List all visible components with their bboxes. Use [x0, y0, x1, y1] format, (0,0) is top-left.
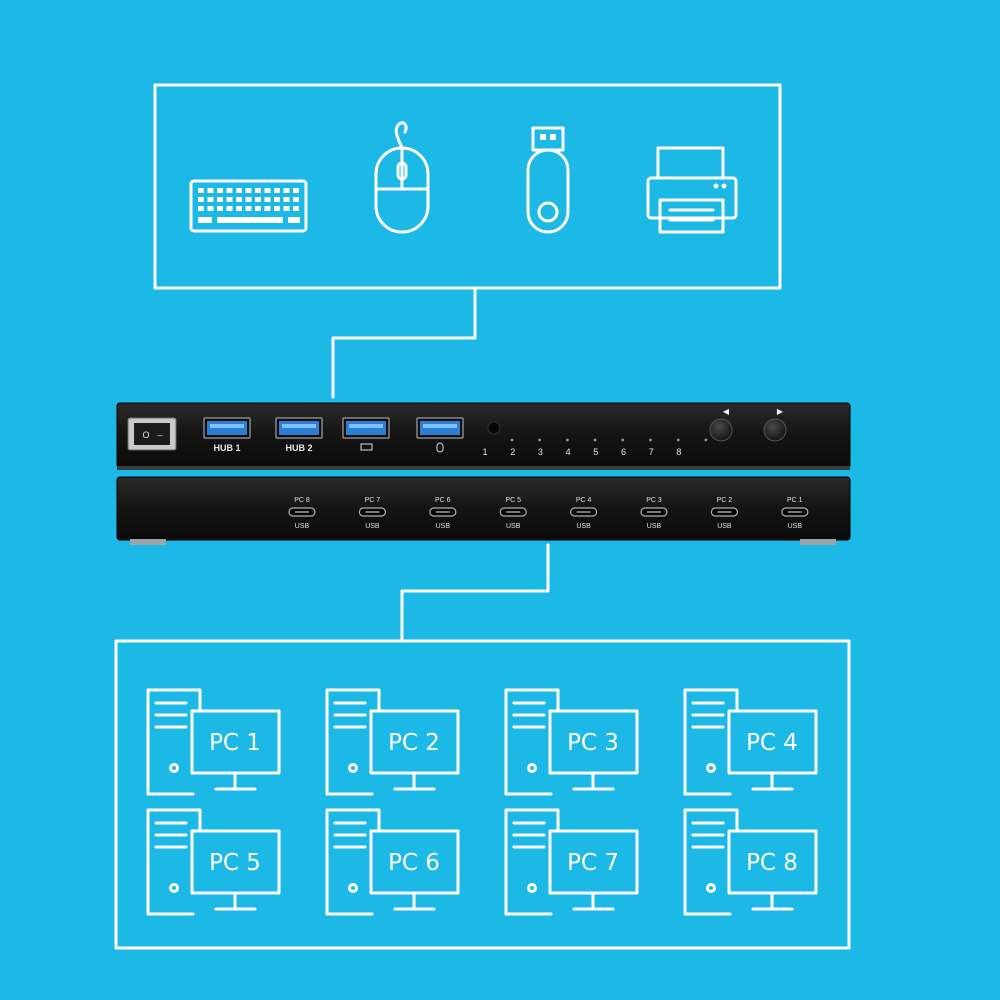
indicator-label: 1 [482, 447, 487, 457]
usb-c-port-pc1[interactable]: PC 1 USB [781, 497, 809, 530]
port-pc-label: PC 2 [717, 497, 733, 504]
port-type-label: USB [576, 523, 591, 530]
power-on-label: O [142, 430, 149, 440]
keyboard-icon [360, 443, 373, 451]
port-type-label: USB [365, 523, 380, 530]
usb-c-port-pc3[interactable]: PC 3 USB [640, 497, 668, 530]
kvm-back-panel [116, 476, 851, 545]
computer-pc3: PC 3 [504, 688, 639, 796]
next-arrow-icon: ▶ [777, 407, 784, 416]
indicator-label: 6 [621, 447, 626, 457]
port-type-label: USB [506, 523, 521, 530]
peripherals-box [153, 83, 782, 290]
indicator-led-8: 8 [676, 438, 708, 457]
computer-icon [325, 808, 460, 916]
computer-pc4: PC 4 [683, 688, 818, 796]
computer-label: PC 6 [388, 850, 440, 876]
computer-icon [683, 688, 818, 796]
computer-icon [683, 808, 818, 916]
indicator-label: 7 [649, 447, 654, 457]
port-pc-label: PC 7 [365, 497, 381, 504]
usb-drive-icon [526, 126, 570, 234]
port-type-label: USB [788, 523, 803, 530]
computer-pc2: PC 2 [325, 688, 460, 796]
back-port-row: PC 8 USB PC 7 USB PC 6 USB PC 5 USB PC 4 USB PC 3 U… [288, 497, 809, 530]
computer-pc1: PC 1 [146, 688, 281, 796]
computer-icon [504, 688, 639, 796]
usb-c-port-pc5[interactable]: PC 5 USB [499, 497, 527, 530]
computers-box [114, 639, 851, 950]
connector-line-top [331, 286, 477, 399]
computer-label: PC 2 [388, 730, 440, 756]
power-switch[interactable]: O – [127, 417, 177, 451]
usb-a-port-4[interactable] [416, 417, 464, 453]
usb-a-port-1[interactable]: HUB 1 [203, 417, 251, 453]
usb-a-port-3[interactable] [342, 417, 390, 451]
computer-icon [146, 688, 281, 796]
next-button[interactable]: ▶ [763, 407, 787, 442]
indicator-label: 3 [538, 447, 543, 457]
indicator-led-1: 1 [482, 438, 514, 457]
mouse-icon [374, 121, 430, 234]
usb-port-row: HUB 1 HUB 2 [203, 417, 464, 453]
indicator-led-5: 5 [593, 438, 625, 457]
ir-sensor [487, 421, 501, 435]
port-type-label: USB [295, 523, 310, 530]
mouse-icon [436, 442, 444, 453]
usb-c-port-pc6[interactable]: PC 6 USB [429, 497, 457, 530]
port-pc-label: PC 3 [646, 497, 662, 504]
connector-line-bottom [400, 543, 550, 642]
computer-pc7: PC 7 [504, 808, 639, 916]
port-type-label: USB [717, 523, 732, 530]
port-pc-label: PC 8 [294, 497, 310, 504]
computer-label: PC 4 [746, 730, 798, 756]
computer-grid: PC 1 PC 2 PC 3 PC 4 PC 5 PC 6 PC 7 PC 8 [146, 688, 818, 916]
usb-port-label: HUB 1 [213, 443, 240, 453]
power-off-label: – [157, 430, 162, 440]
indicator-led-6: 6 [621, 438, 652, 457]
keyboard-icon [189, 179, 308, 233]
usb-c-port-pc8[interactable]: PC 8 USB [288, 497, 316, 530]
printer-icon [646, 146, 738, 234]
prev-button[interactable]: ◀ [709, 407, 733, 442]
usb-a-port-2[interactable]: HUB 2 [275, 417, 323, 453]
port-type-label: USB [647, 523, 662, 530]
indicator-label: 4 [566, 447, 571, 457]
port-pc-label: PC 1 [787, 497, 803, 504]
indicator-led-4: 4 [566, 438, 597, 457]
computer-label: PC 3 [567, 730, 619, 756]
computer-label: PC 5 [209, 850, 261, 876]
usb-c-port-pc4[interactable]: PC 4 USB [569, 497, 598, 530]
port-pc-label: PC 5 [505, 497, 521, 504]
computer-icon [146, 808, 281, 916]
usb-c-port-pc7[interactable]: PC 7 USB [358, 497, 386, 530]
indicator-led-3: 3 [538, 438, 569, 457]
indicator-led-7: 7 [649, 438, 680, 457]
computer-icon [504, 808, 639, 916]
computer-label: PC 1 [209, 730, 261, 756]
port-pc-label: PC 6 [435, 497, 451, 504]
computer-icon [325, 688, 460, 796]
computer-pc6: PC 6 [325, 808, 460, 916]
indicator-label: 5 [593, 447, 598, 457]
indicator-led-2: 2 [510, 438, 542, 457]
prev-arrow-icon: ◀ [723, 407, 730, 416]
computer-pc5: PC 5 [146, 808, 281, 916]
port-type-label: USB [436, 523, 451, 530]
switch-buttons: ◀▶ [709, 407, 787, 442]
computer-label: PC 8 [746, 850, 798, 876]
indicator-row: 1 2 3 4 5 6 7 8 [482, 438, 708, 457]
computer-label: PC 7 [567, 850, 619, 876]
usb-c-port-pc2[interactable]: PC 2 USB [710, 497, 739, 530]
indicator-label: 8 [676, 447, 681, 457]
usb-port-label: HUB 2 [285, 443, 312, 453]
computer-pc8: PC 8 [683, 808, 818, 916]
port-pc-label: PC 4 [576, 497, 592, 504]
indicator-label: 2 [510, 447, 515, 457]
